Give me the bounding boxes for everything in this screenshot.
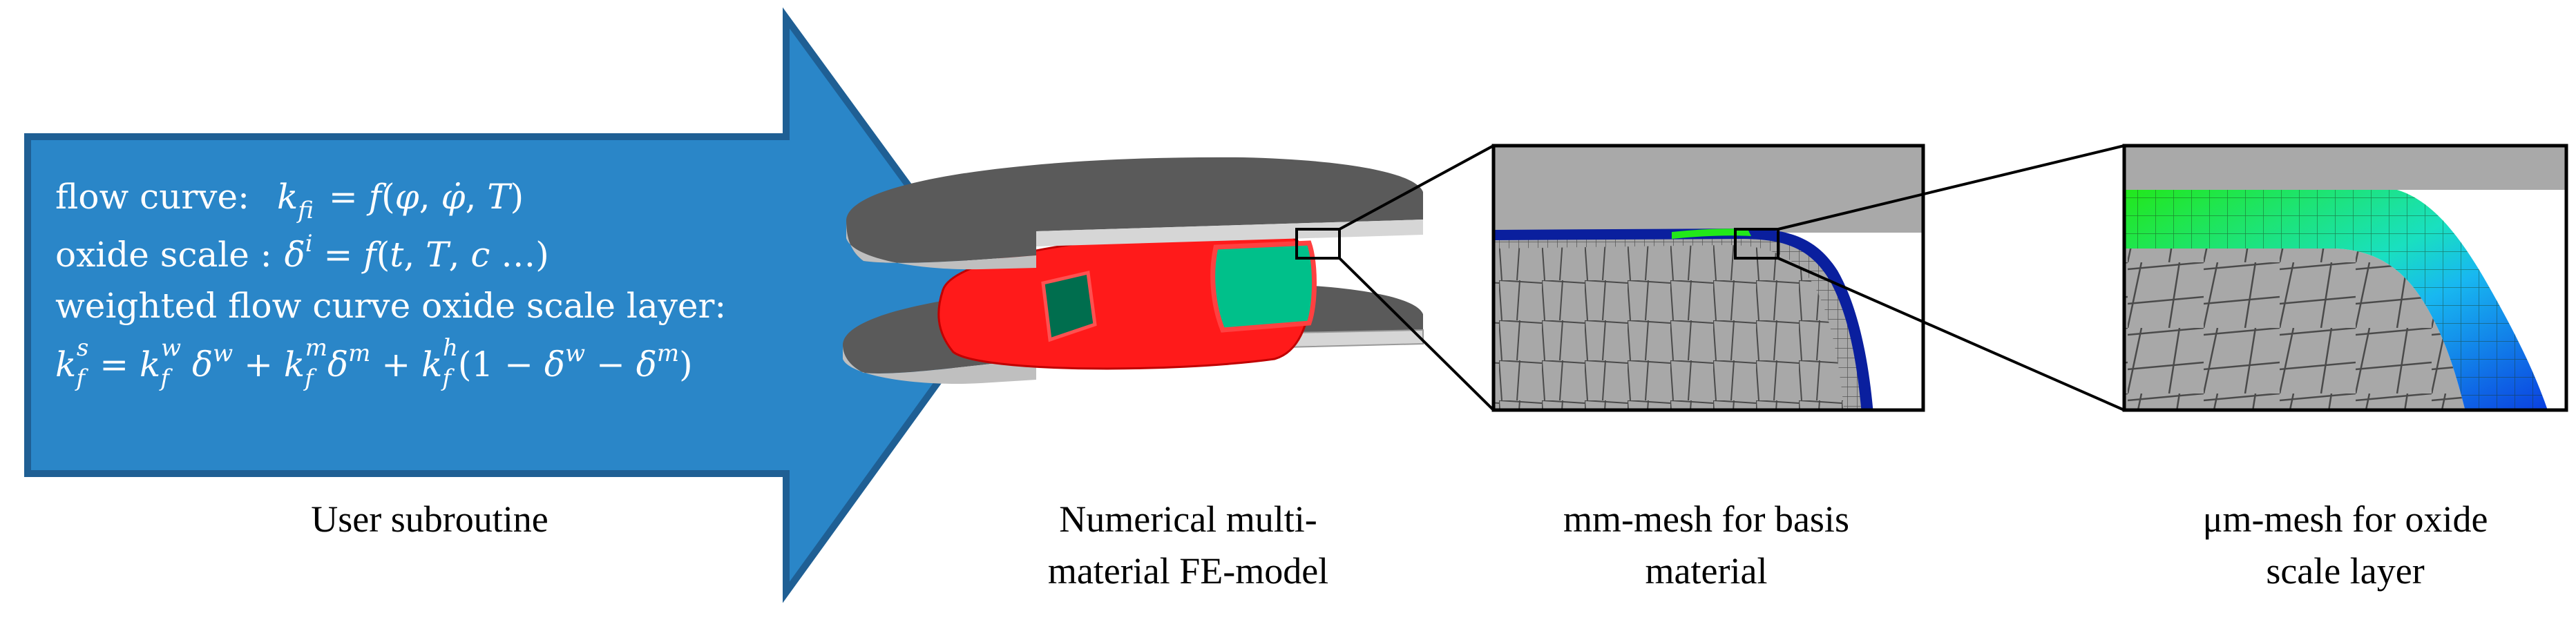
- oxide-scale-line: oxide scale :δi = f(t, T, c …): [55, 230, 549, 275]
- mm-mesh-panel: [1491, 144, 1925, 412]
- zoom-box-mm: [1734, 228, 1780, 260]
- caption-um-mesh-1: μm-mesh for oxide: [2203, 498, 2488, 540]
- um-mesh-panel: [2122, 144, 2568, 412]
- flow-curve-line: flow curve:kfi = f(φ, φ̇, T): [55, 177, 524, 224]
- zoom-line-top-1: [1339, 144, 1494, 231]
- user-subroutine-arrow: [24, 7, 1000, 603]
- zoom-box-model: [1295, 228, 1341, 260]
- caption-mm-mesh-1: mm-mesh for basis: [1563, 498, 1849, 540]
- zoom-line-bottom-1: [1338, 257, 1495, 411]
- caption-fe-model-2: material FE-model: [1048, 550, 1328, 592]
- zoom-line-top-2: [1777, 144, 2125, 231]
- caption-mm-mesh-2: material: [1645, 550, 1768, 592]
- specimen: [937, 229, 1317, 370]
- caption-user-subroutine: User subroutine: [311, 498, 548, 540]
- caption-fe-model-1: Numerical multi-: [1059, 498, 1317, 540]
- fe-model: [843, 157, 1424, 384]
- arrow-equations: flow curve:kfi = f(φ, φ̇, T) oxide scale…: [55, 177, 726, 392]
- upper-die: [846, 157, 1423, 270]
- zoom-line-bottom-2: [1777, 257, 2125, 411]
- caption-um-mesh-2: scale layer: [2266, 550, 2424, 592]
- weighted-flow-curve-line: weighted flow curve oxide scale layer:: [55, 286, 726, 326]
